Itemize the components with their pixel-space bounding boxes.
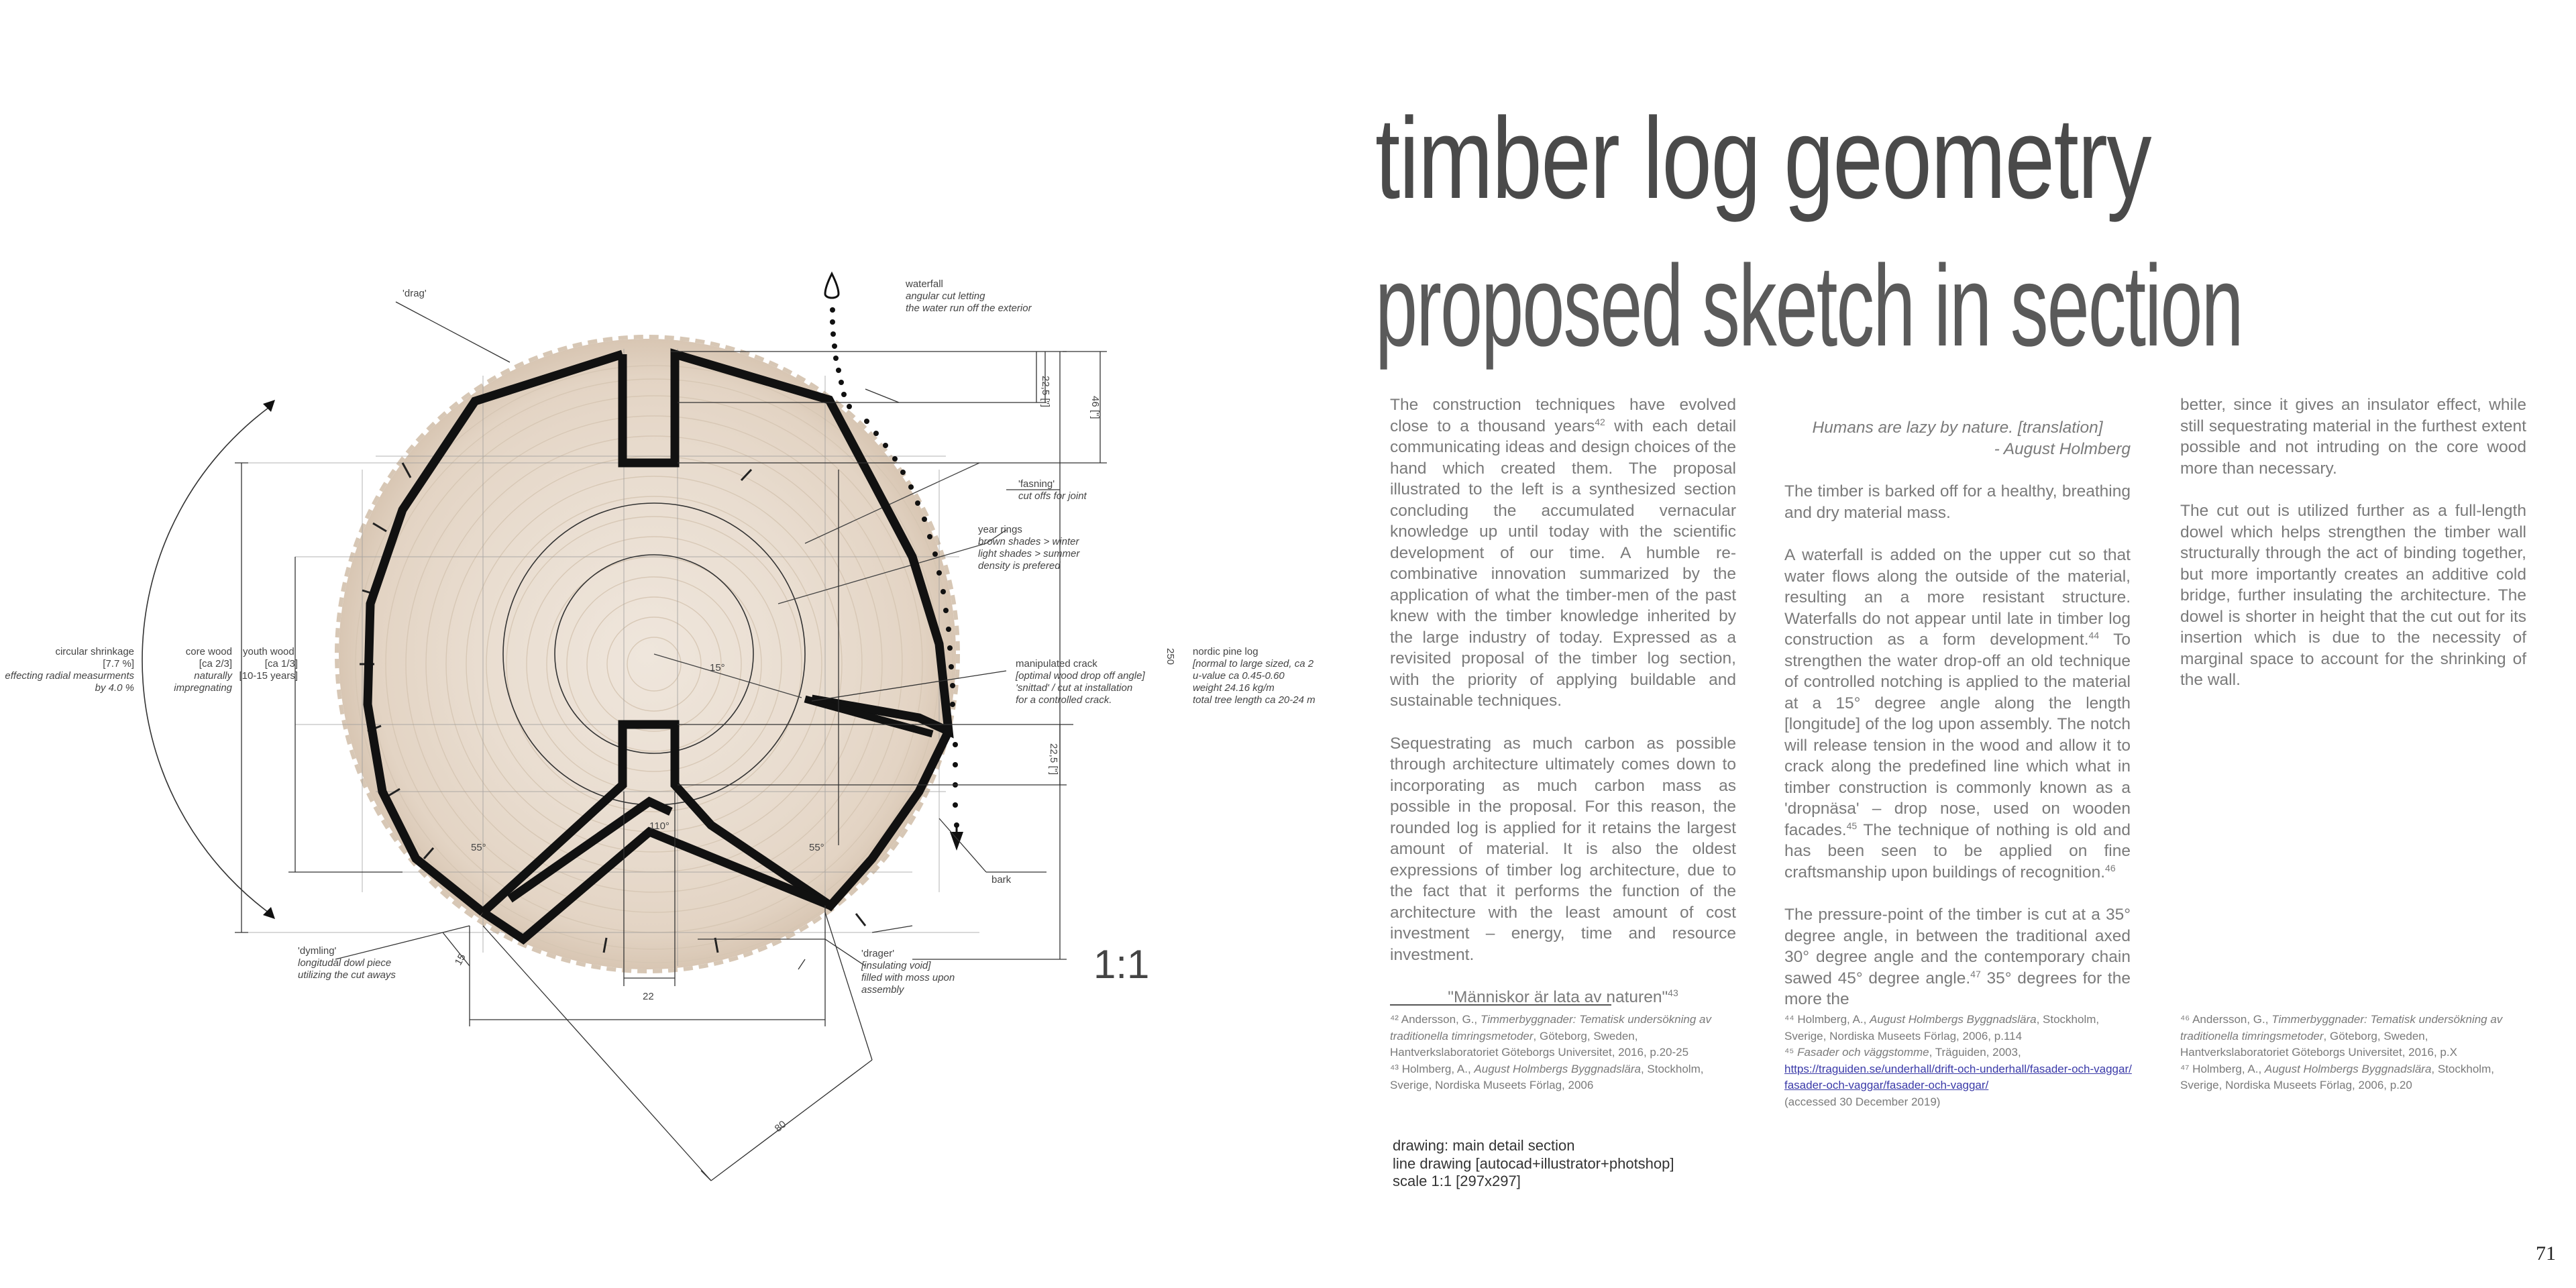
svg-text:15°: 15° [710, 662, 725, 674]
footnote-44: ⁴⁴ Holmberg, A., August Holmbergs Byggna… [1784, 1013, 2100, 1042]
water-drop-icon [824, 271, 840, 299]
svg-text:15: 15 [453, 952, 468, 967]
label-core-wood: core wood [186, 646, 232, 657]
svg-text:46 ["]: 46 ["] [1089, 396, 1101, 419]
label-drager: 'drager' [861, 948, 894, 959]
svg-text:u-value ca 0.45-0.60: u-value ca 0.45-0.60 [1193, 670, 1285, 682]
drawing-scale: 1:1 [1093, 942, 1149, 987]
svg-text:[normal to large sized, ca 2: [normal to large sized, ca 2 [1192, 658, 1314, 669]
log-photo [335, 335, 960, 973]
footnotes-column-2: ⁴⁴ Holmberg, A., August Holmbergs Byggna… [1784, 1012, 2133, 1110]
svg-text:250: 250 [1165, 648, 1176, 665]
footnote-divider [1390, 1004, 1611, 1006]
footnotes-column-1: ⁴² Andersson, G., Timmerbyggnader: Temat… [1390, 1012, 1739, 1094]
footnotes-column-3: ⁴⁶ Andersson, G., Timmerbyggnader: Temat… [2180, 1012, 2529, 1094]
svg-text:by 4.0 %: by 4.0 % [95, 682, 134, 694]
svg-text:22,5 ["]: 22,5 ["] [1048, 743, 1059, 775]
svg-text:utilizing the cut aways: utilizing the cut aways [298, 969, 396, 981]
svg-text:longitudal dowl piece: longitudal dowl piece [298, 957, 391, 969]
text-column-3: better, since it gives an insulator effe… [2180, 394, 2526, 712]
svg-text:22,5 ["]: 22,5 ["] [1040, 376, 1051, 407]
page-subtitle: proposed sketch in section [1375, 241, 2244, 370]
label-shrinkage: circular shrinkage [55, 646, 134, 657]
log-profile [363, 348, 954, 945]
quote-author: - August Holmberg [1994, 439, 2131, 458]
svg-text:cut offs for joint: cut offs for joint [1018, 490, 1087, 502]
page-number: 71 [2536, 1242, 2556, 1265]
svg-text:assembly: assembly [861, 984, 905, 996]
svg-text:55°: 55° [471, 842, 486, 853]
footnote-47: ⁴⁷ Holmberg, A., August Holmbergs Byggna… [2180, 1062, 2494, 1092]
footnote-42: ⁴² Andersson, G., Timmerbyggnader: Temat… [1390, 1013, 1711, 1059]
paragraph: The cut out is utilized further as a ful… [2180, 502, 2526, 689]
footnote-45: ⁴⁵ Fasader och väggstomme, Träguiden, 20… [1784, 1046, 2021, 1059]
footnote-46: ⁴⁶ Andersson, G., Timmerbyggnader: Temat… [2180, 1013, 2503, 1059]
svg-text:80: 80 [773, 1118, 789, 1134]
svg-text:light shades > summer: light shades > summer [978, 548, 1080, 559]
paragraph: The construction techniques have evolved… [1390, 396, 1737, 710]
drawing-caption: drawing: main detail section line drawin… [1393, 1137, 1674, 1189]
label-bark: bark [991, 874, 1012, 885]
label-year-rings: year rings [978, 524, 1022, 535]
svg-text:110°: 110° [649, 820, 669, 832]
svg-text:[7.7 %]: [7.7 %] [103, 658, 134, 669]
paragraph: Sequestrating as much carbon as possible… [1390, 734, 1736, 964]
svg-text:'snittad' / cut at installatio: 'snittad' / cut at installation [1016, 682, 1132, 694]
svg-text:brown shades > winter: brown shades > winter [978, 536, 1080, 547]
svg-text:[optimal wood drop off angle]: [optimal wood drop off angle] [1015, 670, 1145, 682]
water-path [830, 307, 959, 828]
svg-text:angular cut letting: angular cut letting [906, 290, 985, 302]
svg-text:[ca 2/3]: [ca 2/3] [199, 658, 232, 669]
footnote-45-link[interactable]: https://traguiden.se/underhall/drift-och… [1784, 1062, 2132, 1092]
svg-text:total tree length ca 20-24 m: total tree length ca 20-24 m [1193, 694, 1316, 706]
paragraph: better, since it gives an insulator effe… [2180, 396, 2526, 478]
label-waterfall: waterfall [905, 278, 943, 290]
svg-text:effecting radial measurments: effecting radial measurments [5, 670, 134, 682]
footnote-43: ⁴³ Holmberg, A., August Holmbergs Byggna… [1390, 1062, 1704, 1092]
translated-quote: Humans are lazy by nature. [translation] [1812, 419, 2103, 437]
paragraph: The timber is barked off for a healthy, … [1784, 482, 2131, 522]
label-pine: nordic pine log [1193, 646, 1258, 657]
page-title: timber log geometry [1375, 94, 2151, 223]
label-drag: 'drag' [402, 288, 427, 299]
paragraph: The pressure-point of the timber is cut … [1784, 906, 2131, 1008]
shrinkage-arc [142, 407, 269, 913]
svg-text:impregnating: impregnating [174, 682, 232, 694]
svg-text:[insulating void]: [insulating void] [861, 960, 931, 971]
text-column-2: Humans are lazy by nature. [translation]… [1784, 417, 2131, 1032]
text-column-1: The construction techniques have evolved… [1390, 394, 1736, 1030]
svg-text:the water run off the exterior: the water run off the exterior [906, 303, 1032, 314]
label-crack: manipulated crack [1016, 658, 1097, 669]
label-fasning: 'fasning' [1018, 478, 1055, 490]
label-youth-wood: youth wood [243, 646, 294, 657]
log-section-drawing: 'drag' waterfall angular cut letting the… [5, 271, 1316, 1181]
svg-text:weight 24.16 kg/m: weight 24.16 kg/m [1193, 682, 1275, 694]
svg-text:naturally: naturally [194, 670, 233, 682]
paragraph: A waterfall is added on the upper cut so… [1784, 546, 2131, 881]
svg-text:22: 22 [643, 991, 654, 1002]
svg-text:density is prefered: density is prefered [978, 560, 1061, 572]
svg-text:[10-15 years]: [10-15 years] [239, 670, 298, 682]
svg-text:filled with moss upon: filled with moss upon [861, 972, 955, 983]
svg-text:for a controlled crack.: for a controlled crack. [1016, 694, 1112, 706]
svg-text:[ca 1/3]: [ca 1/3] [265, 658, 298, 669]
svg-text:55°: 55° [809, 842, 824, 853]
swedish-quote: "Människor är lata av naturen"43 [1448, 987, 1678, 1006]
label-dymling: 'dymling' [298, 945, 337, 957]
